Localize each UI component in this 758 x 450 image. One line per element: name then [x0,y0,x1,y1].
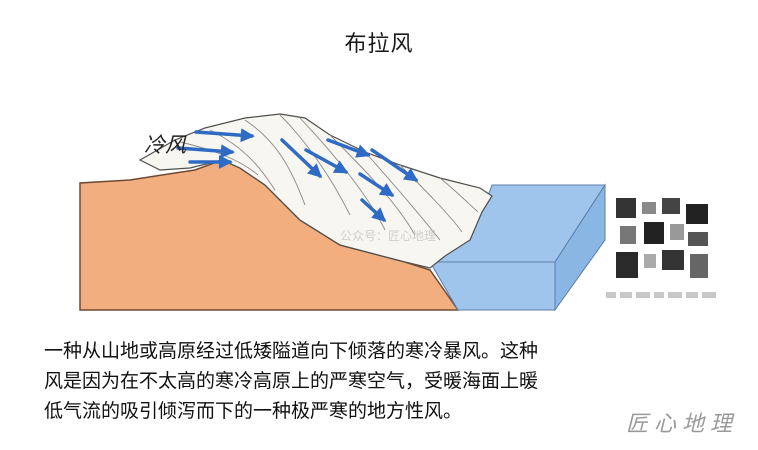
wind-arrow [304,148,349,174]
blurred-qr-caption [606,292,716,298]
wind-arrow [194,128,255,143]
cold-wind-label: 冷风 [144,133,187,157]
wind-arrow [176,144,235,159]
wind-arrow [370,148,419,182]
wind-arrow [360,198,387,222]
watermark: 公众号：匠心地理 [340,229,436,243]
blurred-qr-code [616,198,708,278]
description-line: 风是因为在不太高的寒冷高原上的严寒空气，受暖海面上暖 [44,370,539,392]
description-line: 低气流的吸引倾泻而下的一种极严寒的地方性风。 [44,400,463,422]
sea-side [554,183,606,312]
wind-arrow [326,138,371,158]
wind-arrow [358,172,395,197]
brand-watermark: 匠心地理 [625,412,738,437]
diagram-title: 布拉风 [344,32,414,57]
description-line: 一种从山地或高原经过低矮隘道向下倾落的寒冷暴风。这种 [44,340,539,362]
description: 一种从山地或高原经过低矮隘道向下倾落的寒冷暴风。这种 风是因为在不太高的寒冷高原… [44,336,684,426]
wind-arrow [280,138,323,178]
cold-wind-arrows [176,128,419,222]
